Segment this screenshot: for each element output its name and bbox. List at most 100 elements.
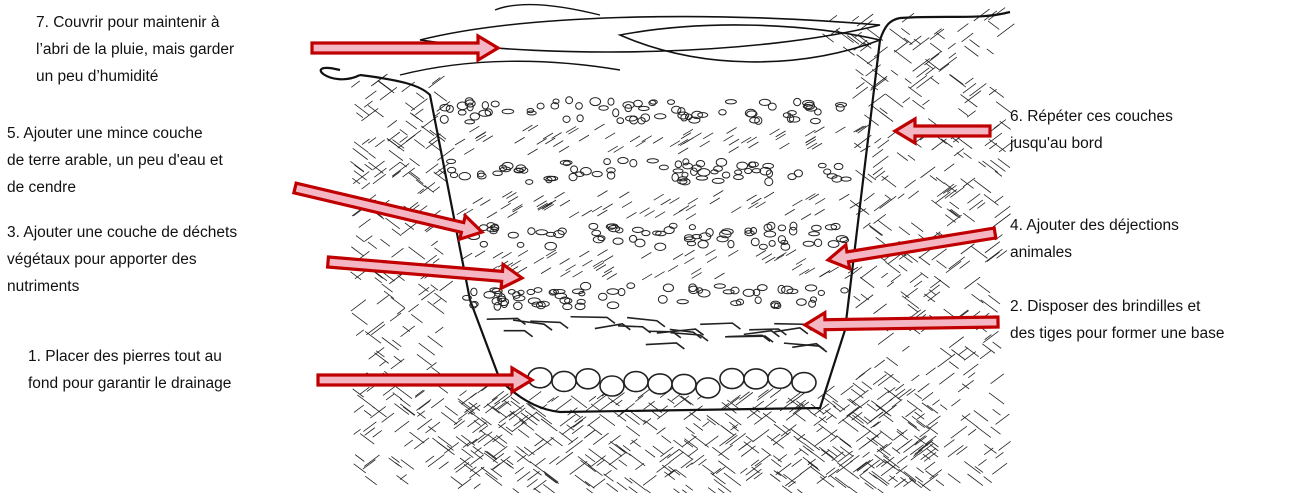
- hatch-stroke: [857, 55, 873, 67]
- hatch-stroke: [908, 155, 915, 160]
- hatch-stroke: [522, 125, 532, 131]
- hatch-stroke: [862, 382, 872, 390]
- pebble-mark: [647, 159, 658, 163]
- hatch-stroke: [635, 463, 643, 469]
- hatch-stroke: [369, 153, 376, 158]
- hatch-stroke: [878, 333, 894, 345]
- pebble-mark: [528, 298, 540, 304]
- pebble-mark: [749, 162, 758, 167]
- hatch-stroke: [794, 450, 801, 455]
- hatch-stroke: [908, 304, 918, 312]
- hatch-stroke: [877, 391, 889, 400]
- hatch-stroke: [365, 91, 376, 99]
- hatch-stroke: [985, 242, 1000, 253]
- hatch-stroke: [883, 456, 899, 468]
- hatch-stroke: [740, 468, 747, 473]
- hatch-stroke: [874, 138, 880, 143]
- hatch-stroke: [527, 479, 538, 487]
- hatch-stroke: [964, 352, 976, 361]
- hatch-stroke: [922, 100, 929, 105]
- hatch-stroke: [507, 212, 517, 218]
- hatch-stroke: [356, 330, 364, 336]
- hatch-stroke: [719, 434, 736, 447]
- hatch-stroke: [853, 383, 865, 392]
- hatch-stroke: [756, 202, 766, 208]
- stone-mark: [552, 371, 576, 391]
- hatch-stroke: [854, 126, 864, 132]
- hatch-stroke: [990, 160, 1005, 171]
- hatch-stroke: [673, 440, 683, 447]
- pebble-mark: [630, 159, 637, 166]
- hatch-stroke: [930, 29, 944, 40]
- hatch-stroke: [959, 348, 968, 355]
- hatch-stroke: [927, 405, 938, 413]
- hatch-stroke: [702, 465, 714, 474]
- hatch-stroke: [762, 254, 772, 260]
- hatch-stroke: [351, 300, 366, 311]
- hatch-stroke: [741, 446, 755, 457]
- pebble-mark: [448, 167, 456, 172]
- hatch-stroke: [907, 254, 918, 262]
- hatch-stroke: [932, 249, 947, 260]
- hatch-stroke: [582, 210, 592, 216]
- hatch-stroke: [419, 401, 430, 409]
- label-step-2: 2. Disposer des brindilles et des tiges …: [1010, 293, 1225, 347]
- hatch-stroke: [400, 129, 408, 135]
- pebble-mark: [440, 115, 448, 123]
- hatch-stroke: [431, 398, 444, 408]
- hatch-stroke: [874, 455, 886, 464]
- hatch-stroke: [867, 412, 883, 424]
- hatch-stroke: [756, 250, 766, 256]
- pebble-mark: [681, 114, 688, 121]
- hatch-stroke: [886, 262, 900, 273]
- hatch-stroke: [736, 392, 753, 405]
- label-step-7: 7. Couvrir pour maintenir à l’abri de la…: [36, 9, 234, 90]
- hatch-stroke: [762, 448, 772, 455]
- hatch-stroke: [894, 50, 911, 63]
- pebble-mark: [728, 240, 734, 247]
- hatch-stroke: [978, 459, 986, 465]
- hatch-stroke: [393, 171, 401, 177]
- hatch-stroke: [426, 456, 435, 462]
- pebble-mark: [815, 109, 822, 115]
- hatch-stroke: [871, 422, 879, 428]
- pebble-mark: [613, 109, 619, 117]
- hatch-stroke: [368, 137, 376, 143]
- hatch-stroke: [967, 474, 982, 486]
- hatch-stroke: [925, 462, 935, 470]
- hatch-stroke: [412, 114, 423, 122]
- pebble-mark: [632, 227, 643, 232]
- hatch-stroke: [664, 472, 675, 480]
- hatch-stroke: [792, 200, 802, 206]
- hatch-stroke: [878, 220, 892, 230]
- hatch-stroke: [469, 467, 484, 478]
- hatch-stroke: [915, 476, 923, 482]
- hatch-stroke: [573, 271, 583, 277]
- hatch-stroke: [428, 301, 444, 313]
- hatch-stroke: [673, 254, 683, 260]
- hatch-stroke: [655, 212, 665, 218]
- hatch-stroke: [374, 353, 388, 364]
- pebble-mark: [759, 244, 767, 249]
- hatch-stroke: [962, 33, 974, 42]
- hatch-stroke: [884, 415, 893, 422]
- hatch-stroke: [950, 202, 959, 209]
- hatch-stroke: [433, 299, 441, 305]
- hatch-stroke: [458, 413, 467, 420]
- hatch-stroke: [388, 132, 400, 141]
- pebble-mark: [502, 162, 513, 169]
- twig-mark: [727, 335, 770, 341]
- hatch-stroke: [826, 415, 833, 420]
- hatch-stroke: [800, 465, 813, 475]
- pebble-mark: [528, 228, 535, 235]
- pebble-mark: [663, 284, 673, 292]
- hatch-stroke: [392, 229, 401, 236]
- hatch-stroke: [567, 425, 574, 430]
- hatch-stroke: [365, 476, 377, 485]
- hatch-stroke: [881, 273, 887, 278]
- hatch-stroke: [598, 191, 608, 197]
- label-step-3: 3. Ajouter une couche de déchets végétau…: [7, 219, 237, 300]
- hatch-stroke: [948, 43, 956, 49]
- arrow-step-3: [328, 257, 522, 288]
- hatch-stroke: [999, 441, 1011, 450]
